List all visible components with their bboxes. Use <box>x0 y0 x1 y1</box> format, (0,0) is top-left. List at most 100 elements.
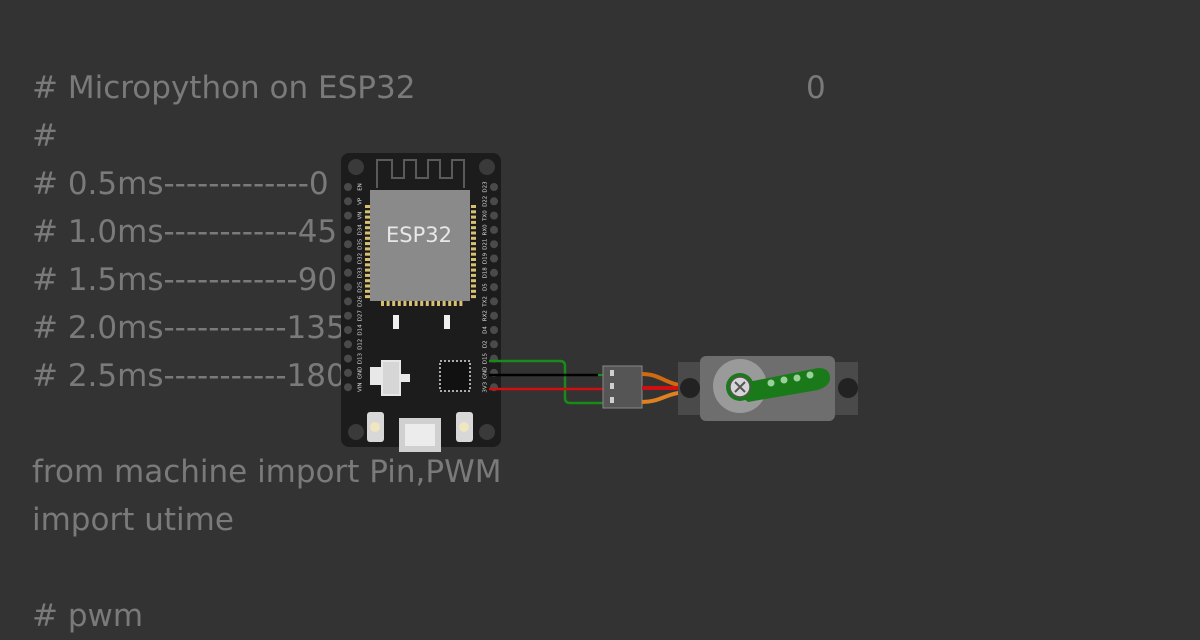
pin-label: D26 <box>358 295 364 307</box>
code-line: import utime <box>32 502 234 538</box>
chip-pad <box>471 215 476 219</box>
chip-pad <box>437 301 440 306</box>
pin-label: D23 <box>483 181 489 193</box>
pin-hole[interactable] <box>344 283 352 292</box>
chip-pad <box>471 236 476 240</box>
pin-headers <box>344 183 498 392</box>
pin-hole[interactable] <box>344 268 352 277</box>
pin-hole[interactable] <box>490 197 498 206</box>
pin-label: VIN <box>358 382 364 392</box>
pin-hole[interactable] <box>344 311 352 320</box>
code-line: # Micropython on ESP32 <box>32 70 416 106</box>
chip-pad <box>471 284 476 288</box>
chip-pad <box>471 205 476 208</box>
pin-label: TX2 <box>483 296 489 308</box>
code-line: # 2.5ms-----------180 <box>32 358 346 394</box>
pin-hole[interactable] <box>490 254 498 263</box>
code-line: # <box>32 118 58 154</box>
pin-hole[interactable] <box>344 354 352 363</box>
voltage-regulator <box>370 360 410 396</box>
pin-hole[interactable] <box>490 225 498 234</box>
chip-pad <box>471 226 476 230</box>
pin-hole[interactable] <box>490 340 498 349</box>
chip-pad <box>442 301 446 306</box>
mounting-hole <box>680 378 700 398</box>
pin-label: EN <box>358 183 364 191</box>
reset-button[interactable] <box>367 412 384 442</box>
pin-label: D21 <box>483 239 489 250</box>
mounting-hole <box>479 424 495 440</box>
chip-pad <box>365 226 370 230</box>
pin-hole[interactable] <box>490 268 498 277</box>
signal-wire[interactable] <box>489 359 612 405</box>
pin-label: GND <box>483 367 489 380</box>
chip-pad <box>414 301 418 306</box>
pin-hole[interactable] <box>344 340 352 349</box>
pin-hole[interactable] <box>344 240 352 249</box>
pin-hole[interactable] <box>344 211 352 220</box>
pin-label: 3V3 <box>483 381 489 392</box>
pin-label: D19 <box>483 252 489 264</box>
micro-usb-port <box>399 418 441 452</box>
pin-hole[interactable] <box>344 183 352 191</box>
pin-label: D15 <box>483 352 489 364</box>
chip-pad <box>471 220 476 224</box>
led <box>393 315 399 329</box>
pin-hole[interactable] <box>344 297 352 306</box>
chip-pad <box>365 284 370 288</box>
antenna-trace <box>376 159 465 188</box>
pin-label: D18 <box>483 267 489 279</box>
screw-slot <box>734 381 746 393</box>
chip-pad <box>471 295 476 299</box>
servo-horn[interactable] <box>728 368 830 402</box>
servo-motor[interactable] <box>678 356 858 421</box>
pin-hole[interactable] <box>344 368 352 377</box>
pin-label: D34 <box>358 224 364 236</box>
pin-label: D12 <box>358 339 364 350</box>
pin-hole[interactable] <box>490 183 498 191</box>
chip-pads <box>365 205 476 306</box>
angle-readout: 0 <box>806 70 826 106</box>
pin-label: D25 <box>358 281 364 293</box>
horn-hole <box>767 379 775 387</box>
chip-pad <box>431 301 435 306</box>
pin-hole[interactable] <box>490 297 498 306</box>
chip-pad <box>471 252 476 256</box>
chip-pad <box>365 295 370 299</box>
mounting-hole <box>479 159 495 175</box>
pin-hole[interactable] <box>490 283 498 292</box>
pin-hole[interactable] <box>490 211 498 220</box>
pin-label: D35 <box>358 238 364 250</box>
chip-pad <box>392 301 396 306</box>
chip-pad <box>365 268 370 272</box>
chip-pad <box>365 258 370 261</box>
boot-button[interactable] <box>456 412 473 442</box>
code-line: from machine import Pin,PWM <box>32 454 502 490</box>
pin-hole[interactable] <box>344 383 352 392</box>
wires[interactable] <box>489 359 612 405</box>
esp32-chip-label: ESP32 <box>386 223 452 247</box>
chip-pad <box>471 289 476 293</box>
chip-pad <box>365 205 370 208</box>
pin-label: D2 <box>483 340 489 348</box>
chip-pad <box>365 215 370 219</box>
pin-hole[interactable] <box>490 240 498 249</box>
pin-hole[interactable] <box>490 311 498 320</box>
chip-pad <box>365 231 370 235</box>
chip-pad <box>471 279 476 283</box>
chip-pad <box>365 220 370 224</box>
pin-label: TX0 <box>483 210 489 222</box>
pin-label: RX0 <box>483 224 489 236</box>
pin-hole[interactable] <box>344 254 352 263</box>
pin-hole[interactable] <box>490 326 498 334</box>
mounting-hole <box>348 159 364 175</box>
pin-hole[interactable] <box>344 225 352 234</box>
chip-pad <box>425 301 429 306</box>
pin-label: GND <box>358 367 364 380</box>
chip-pad <box>471 273 476 277</box>
pin-hole[interactable] <box>344 326 352 334</box>
pin-hole[interactable] <box>344 197 352 206</box>
code-line: # 1.0ms------------45 <box>32 214 338 250</box>
